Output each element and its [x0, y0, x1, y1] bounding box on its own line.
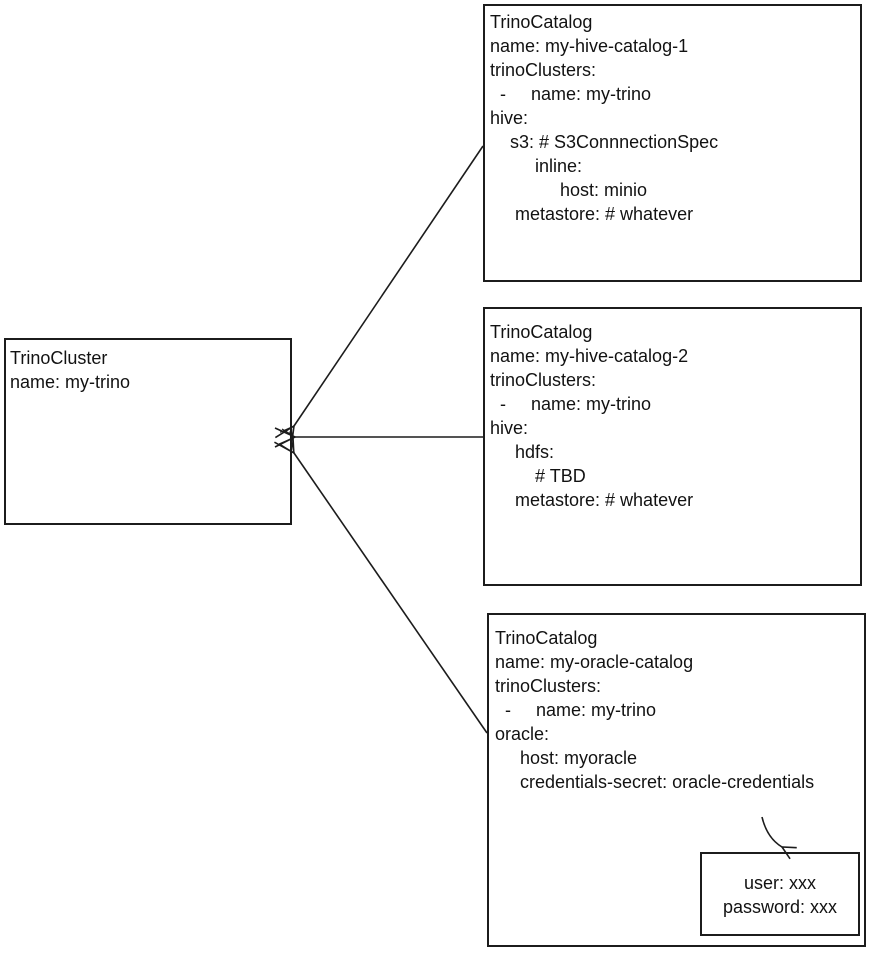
edge-catalog1-to-cluster — [294, 145, 484, 426]
node-text-line: hive: — [490, 108, 529, 128]
node-text-line: metastore: # whatever — [490, 490, 694, 510]
trino-cluster-node: TrinoCluster name: my-trino — [4, 338, 292, 525]
edge-catalog3-to-cluster — [294, 453, 488, 734]
node-title: TrinoCatalog — [490, 12, 593, 32]
node-text-line: s3: # S3ConnnectionSpec — [490, 132, 719, 152]
node-text-line: hive: — [490, 418, 529, 438]
node-text-line: host: myoracle — [495, 748, 638, 768]
node-text-line: name: my-trino — [10, 372, 131, 392]
node-text-line: name: my-oracle-catalog — [495, 652, 694, 672]
node-text-line: metastore: # whatever — [490, 204, 694, 224]
node-text-line: name: my-hive-catalog-2 — [490, 346, 689, 366]
node-text-line: user: xxx — [743, 873, 817, 893]
node-title: TrinoCatalog — [495, 628, 598, 648]
node-text-line: trinoClusters: — [490, 60, 597, 80]
node-text-line: hdfs: — [490, 442, 555, 462]
node-text-line: name: my-hive-catalog-1 — [490, 36, 689, 56]
node-text-line: - name: my-trino — [490, 84, 652, 104]
node-text-line: trinoClusters: — [490, 370, 597, 390]
trino-catalog-1-node: TrinoCatalog name: my-hive-catalog-1 tri… — [483, 4, 862, 282]
trino-catalog-2-node: TrinoCatalog name: my-hive-catalog-2 tri… — [483, 307, 862, 586]
node-text-line: # TBD — [490, 466, 586, 486]
oracle-credentials-secret-node: user: xxx password: xxx — [700, 852, 860, 936]
node-text-line: - name: my-trino — [495, 700, 657, 720]
trino-catalog-3-node: TrinoCatalog name: my-oracle-catalog tri… — [487, 613, 866, 947]
node-text-line: inline: — [490, 156, 583, 176]
node-text-line: credentials-secret: oracle-credentials — [495, 772, 815, 792]
node-text-line: trinoClusters: — [495, 676, 602, 696]
node-text-line: - name: my-trino — [490, 394, 652, 414]
node-title: TrinoCluster — [10, 348, 108, 368]
node-text-line: host: minio — [490, 180, 648, 200]
node-text-line: password: xxx — [722, 897, 838, 917]
node-text-line: oracle: — [495, 724, 550, 744]
node-title: TrinoCatalog — [490, 322, 593, 342]
